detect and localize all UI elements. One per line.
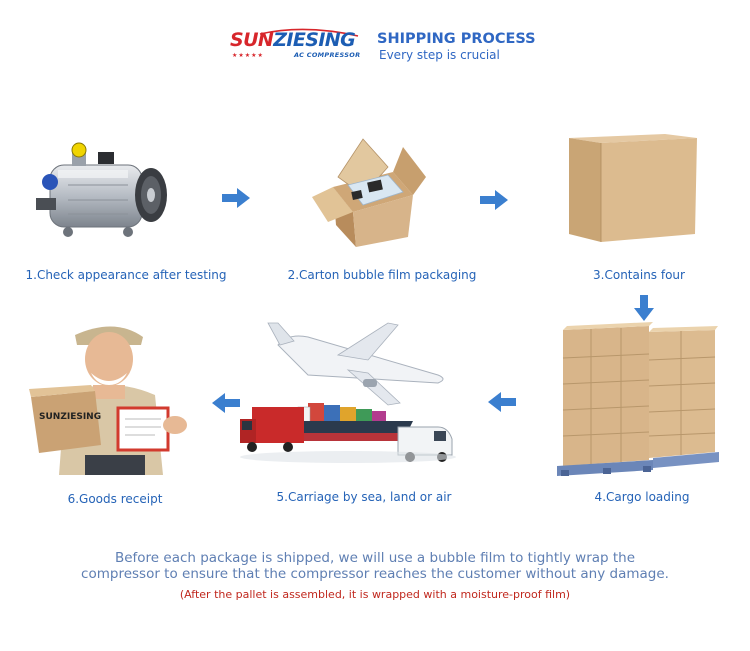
page-subtitle: Every step is crucial — [379, 48, 500, 62]
arrow-left-icon — [212, 393, 240, 413]
arrow-down-icon — [634, 295, 654, 321]
logo-stars-icon: ★★★★★ — [232, 52, 264, 59]
pallet-base — [557, 452, 719, 476]
note-line-1: Before each package is shipped, we will … — [114, 550, 636, 566]
logo-swoosh-icon — [259, 28, 359, 37]
compressor-image — [36, 142, 167, 237]
arrow-left-icon — [488, 392, 516, 412]
logo-text-red: SUN — [230, 29, 274, 51]
step-2-label: 2.Carton bubble film packaging — [287, 268, 477, 282]
transport-image — [240, 322, 456, 463]
carton-stack-right — [648, 326, 718, 458]
page-title: SHIPPING PROCESS — [377, 31, 536, 47]
brand-logo: SUNZIESING ★★★★★ AC COMPRESSOR — [230, 28, 366, 64]
pallet-stack-image — [557, 322, 719, 476]
step-1-label: 1.Check appearance after testing — [25, 268, 227, 282]
cargo-ship-icon — [293, 403, 413, 441]
delivery-man-image: SUNZIESING — [29, 326, 187, 475]
open-carton-image — [312, 138, 426, 247]
arrow-right-icon — [222, 188, 250, 208]
logo-text-blue: ZIESING — [273, 29, 356, 51]
box-print-text: SUNZIESING — [39, 412, 101, 422]
carton-stack-left — [562, 322, 653, 466]
arrow-right-icon — [480, 190, 508, 210]
step-3-label: 3.Contains four — [593, 268, 685, 282]
closed-carton-image — [569, 134, 697, 242]
note-line-2: compressor to ensure that the compressor… — [81, 566, 669, 582]
step-6-label: 6.Goods receipt — [67, 492, 163, 506]
step-4-label: 4.Cargo loading — [594, 490, 690, 504]
logo-subtitle: AC COMPRESSOR — [294, 51, 361, 59]
truck-icon — [240, 407, 304, 452]
logo-wordmark: SUNZIESING — [230, 28, 356, 52]
note-line-3: (After the pallet is assembled, it is wr… — [179, 588, 571, 601]
airplane-icon — [267, 322, 444, 406]
step-5-label: 5.Carriage by sea, land or air — [276, 490, 452, 504]
